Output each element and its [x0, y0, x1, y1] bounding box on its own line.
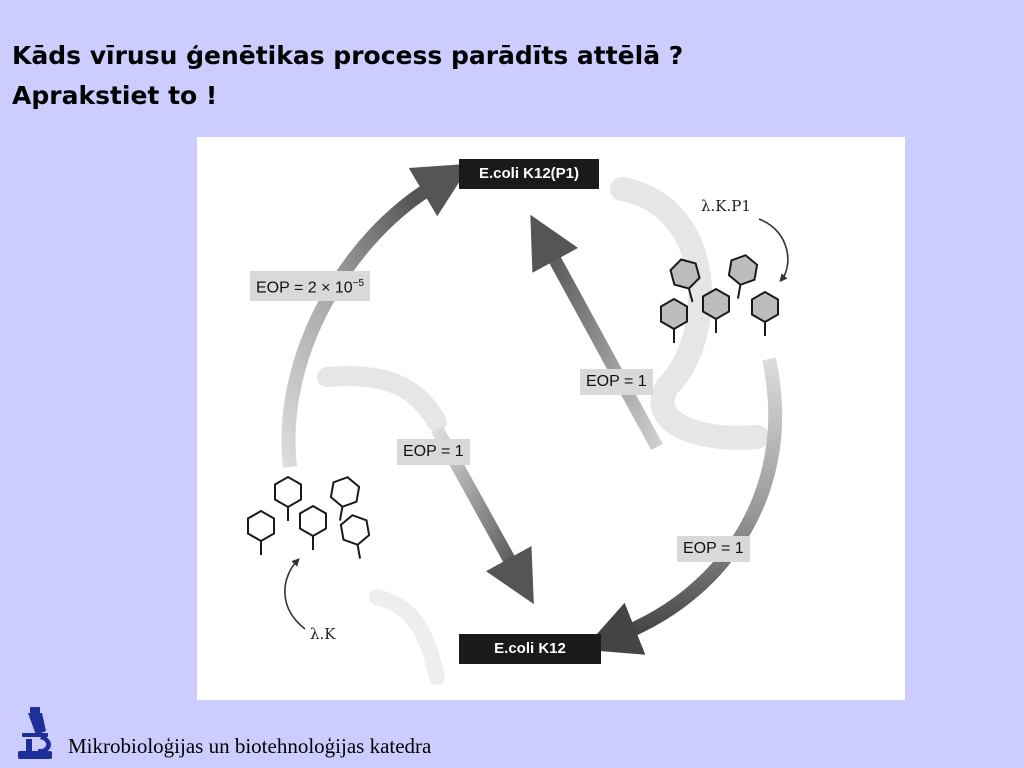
slide-title: Kāds vīrusu ģenētikas process parādīts a…: [12, 36, 683, 116]
phage-icon: [702, 287, 730, 333]
host-box-ecoli-k12-p1: E.coli K12(P1): [459, 159, 599, 189]
phage-icon: [339, 514, 371, 559]
eop-label-right: EOP = 1: [677, 536, 750, 562]
upper-right-swoosh: [610, 177, 769, 450]
phage-label-lambda-k-p1: λ.K.P1: [701, 197, 751, 215]
host-box-ecoli-k12: E.coli K12: [459, 634, 601, 664]
host-bottom-label: E.coli K12: [494, 640, 566, 657]
phage-icon: [660, 297, 688, 343]
arc-arrow-left-up: [281, 163, 472, 468]
eop-center-lower-text: EOP = 1: [403, 443, 464, 460]
bottom-swoosh: [369, 589, 445, 685]
phage-icon: [247, 509, 275, 555]
title-line-2: Aprakstiet to !: [12, 81, 218, 110]
eop-left-exponent: −5: [352, 278, 365, 289]
diagonal-arrow-up: [530, 214, 663, 451]
eop-label-center-upper: EOP = 1: [580, 369, 653, 395]
phage-label-lambda-k: λ.K: [310, 625, 336, 643]
host-top-label: E.coli K12(P1): [478, 165, 580, 182]
eop-label-center-lower: EOP = 1: [397, 439, 470, 465]
phage-icon: [669, 258, 701, 303]
phage-restriction-diagram: E.coli K12(P1) E.coli K12 EOP = 2 × 10−5…: [197, 137, 905, 700]
phage-icon: [329, 476, 361, 521]
microscope-icon: [18, 707, 52, 759]
phage-icon: [274, 475, 302, 521]
phage-icon: [299, 504, 327, 550]
department-name: Mikrobioloģijas un biotehnoloģijas kated…: [68, 734, 432, 758]
eop-center-upper-text: EOP = 1: [586, 373, 647, 390]
phage-icon: [751, 290, 779, 336]
arc-arrow-right-down: [583, 357, 783, 655]
phage-icon: [727, 254, 759, 299]
eop-left-base: EOP = 2 × 10: [256, 279, 353, 297]
eop-right-text: EOP = 1: [683, 540, 744, 557]
phage-group-right: [660, 254, 779, 343]
eop-label-left: EOP = 2 × 10−5: [250, 271, 371, 302]
phage-arrow-right: [758, 218, 789, 283]
lower-left-swoosh: [317, 366, 447, 432]
phage-group-left: [247, 475, 371, 559]
phage-arrow-left: [284, 558, 306, 630]
diagram-graphics: [247, 163, 789, 685]
title-line-1: Kāds vīrusu ģenētikas process parādīts a…: [12, 41, 684, 70]
